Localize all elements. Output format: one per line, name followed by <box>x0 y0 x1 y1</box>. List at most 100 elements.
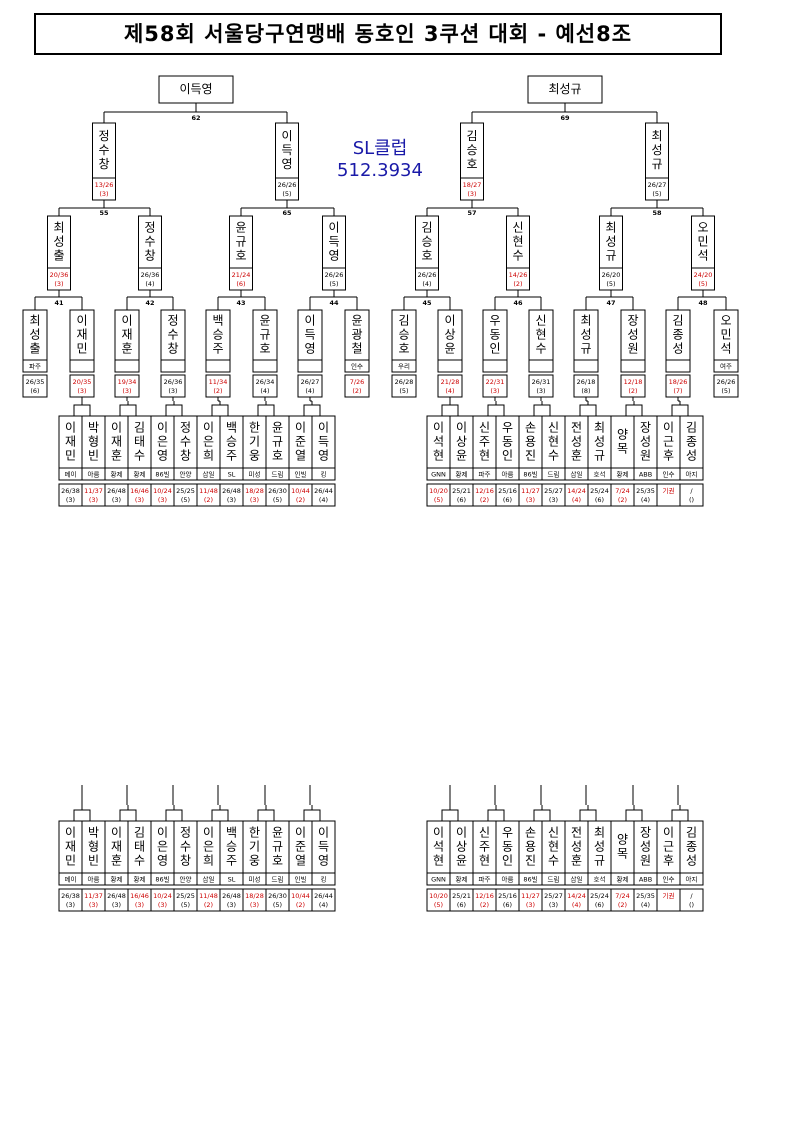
left-r1-repeat-player-name-char: 이 <box>295 826 306 840</box>
left-quarter-player-club-box <box>344 359 370 373</box>
left-r1-repeat-player-score: 26/48 <box>222 892 241 900</box>
left-quarter-player-name-char: 재 <box>76 328 87 342</box>
left-r1-player-name-char: 훈 <box>111 449 122 463</box>
right-r1-player-name-char: 손 <box>525 421 536 435</box>
left-r1-player-innings: (3) <box>135 496 144 504</box>
right-quarter-player-innings: (3) <box>536 387 545 395</box>
left-r1-player-club: 황제 <box>111 470 123 479</box>
left-r1-repeat-number-box <box>119 809 137 822</box>
left-quarter-player-name-char: 민 <box>76 342 87 356</box>
match-number: 48 <box>698 299 708 307</box>
left-r1-player-innings: (3) <box>89 496 98 504</box>
left-semi-player-innings: (4) <box>145 280 154 288</box>
left-semi-player-name-char: 영 <box>328 249 339 263</box>
right-r1-repeat-player-score: 25/27 <box>544 892 563 900</box>
left-final-player-name-char: 정 <box>98 129 109 143</box>
left-quarter-player-name-char: 백 <box>212 314 223 328</box>
right-r1-repeat-player-name-char: 현 <box>479 854 490 868</box>
right-r1-repeat-player-name-char: 석 <box>433 840 444 854</box>
left-quarter-player-club-box <box>114 359 140 373</box>
right-r1-player-score: 25/16 <box>498 487 517 495</box>
right-r1-player-name-char: 인 <box>502 449 513 463</box>
match-number: 46 <box>513 299 523 307</box>
right-r1-number-box <box>487 404 505 417</box>
right-final-player-name-char: 호 <box>466 157 477 171</box>
right-r1-player-innings: (3) <box>549 496 558 504</box>
right-r1-player-innings: (5) <box>434 496 443 504</box>
left-final-player-name-char: 창 <box>98 157 109 171</box>
left-final-player-name-char: 수 <box>98 143 109 157</box>
left-r1-player-name-char: 빈 <box>88 449 99 463</box>
left-r1-player-club: 메이 <box>65 470 77 479</box>
left-quarter-player-innings: (3) <box>122 387 131 395</box>
left-r1-player-score: 26/30 <box>268 487 287 495</box>
right-quarter-player-name-char: 우 <box>489 314 500 328</box>
left-r1-player-name-char: 은 <box>157 435 168 449</box>
right-r1-repeat-player-score: / <box>690 892 693 900</box>
right-quarter-player-name-char: 최 <box>580 314 591 328</box>
right-r1-player-name-char: 목 <box>617 442 628 456</box>
left-r1-repeat-player-club: 삼일 <box>203 875 215 884</box>
right-quarter-player-box <box>713 309 739 361</box>
right-r1-player-name-char: 동 <box>502 435 513 449</box>
left-r1-repeat-player-innings: (3) <box>66 901 75 909</box>
right-quarter-player-name-char: 종 <box>672 328 683 342</box>
right-r1-repeat-player-innings: (3) <box>549 901 558 909</box>
left-quarter-player-club-box <box>22 359 48 373</box>
right-r1-player-innings: () <box>689 496 694 504</box>
right-r1-repeat-player-name-char: 이 <box>433 826 444 840</box>
right-r1-player-score: 기권 <box>663 486 675 495</box>
right-r1-repeat-player-score: 14/24 <box>567 892 586 900</box>
left-quarter-player-score: 7/26 <box>350 378 365 386</box>
right-r1-player-name-char: 규 <box>594 449 605 463</box>
left-semi-player-score: 21/24 <box>232 271 251 279</box>
left-quarter-player-club-box <box>160 359 186 373</box>
right-quarter-player-box <box>665 309 691 361</box>
left-r1-repeat-player-name-char: 득 <box>318 840 329 854</box>
right-r1-repeat-player-name-char: 성 <box>571 840 582 854</box>
match-number: 55 <box>99 209 109 217</box>
right-winner: 최성규 <box>548 82 581 96</box>
left-r1-repeat-player-club: 아름 <box>88 875 100 884</box>
right-r1-repeat-player-score: 25/24 <box>590 892 609 900</box>
right-quarter-player-name-char: 윤 <box>444 342 455 356</box>
left-semi-player-score: 26/36 <box>141 271 160 279</box>
right-r1-player-name-char: 장 <box>640 421 651 435</box>
right-r1-player-score: 12/16 <box>475 487 494 495</box>
left-quarter-player-score: 19/34 <box>118 378 137 386</box>
left-r1-repeat-player-name-char: 기 <box>249 840 260 854</box>
left-final-player-name-char: 이 <box>281 129 292 143</box>
left-r1-repeat-player-name-char: 수 <box>134 854 145 868</box>
right-r1-player-innings: (6) <box>595 496 604 504</box>
right-r1-player-innings: (4) <box>572 496 581 504</box>
left-r1-repeat-player-club: 86빌 <box>155 876 169 884</box>
left-quarter-player-name-char: 승 <box>212 328 223 342</box>
right-quarter-player-score: 12/18 <box>624 378 643 386</box>
left-r1-player-score: 26/48 <box>107 487 126 495</box>
right-r1-repeat-player-club: 드림 <box>548 876 560 884</box>
left-r1-player-name-char: 영 <box>157 449 168 463</box>
right-r1-player-name-char: 현 <box>479 449 490 463</box>
right-r1-repeat-player-name-char: 신 <box>479 826 490 840</box>
right-r1-repeat-player-name-char: 주 <box>479 840 490 854</box>
right-quarter-player-name-char: 김 <box>672 314 683 328</box>
left-r1-player-score: 26/38 <box>61 487 80 495</box>
right-semi-player-innings: (4) <box>422 280 431 288</box>
right-semi-player-score: 26/26 <box>418 271 437 279</box>
right-quarter-player-club-box <box>528 359 554 373</box>
right-quarter-player-name-char: 오 <box>720 314 731 328</box>
right-semi-player-name-char: 신 <box>512 221 523 235</box>
left-quarter-player-score: 20/35 <box>73 378 92 386</box>
match-number: 57 <box>467 209 476 217</box>
right-r1-player-club: 파주 <box>479 470 491 479</box>
right-quarter-player-club-box <box>665 359 691 373</box>
right-r1-repeat-player-club: 86빌 <box>523 876 537 884</box>
right-semi-player-innings: (2) <box>513 280 522 288</box>
left-r1-repeat-player-name-char: 백 <box>226 826 237 840</box>
left-r1-player-score: 11/37 <box>84 487 103 495</box>
left-r1-player-innings: (3) <box>250 496 259 504</box>
right-r1-repeat-player-innings: (5) <box>434 901 443 909</box>
left-r1-repeat-player-name-char: 준 <box>295 840 306 854</box>
club-name: SL클럽 <box>352 138 408 159</box>
